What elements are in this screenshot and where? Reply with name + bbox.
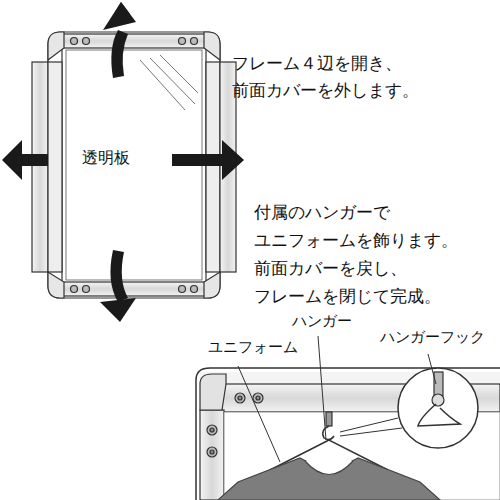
snap-frame [32,32,236,298]
part-label: ユニフォーム [206,338,300,358]
plate-label: 透明板 [80,148,132,169]
open-arrows [2,2,244,322]
part-label: ハンガー [290,312,354,332]
detail-view [196,368,500,500]
instruction-text: フレーム４辺を開き、 前面カバーを外します。 [232,50,453,104]
part-label: ハンガーフック [378,328,487,348]
instruction-text: 付属のハンガーで ユニフォームを飾ります。 前面カバーを戻し、 フレームを閉じて… [254,198,475,310]
